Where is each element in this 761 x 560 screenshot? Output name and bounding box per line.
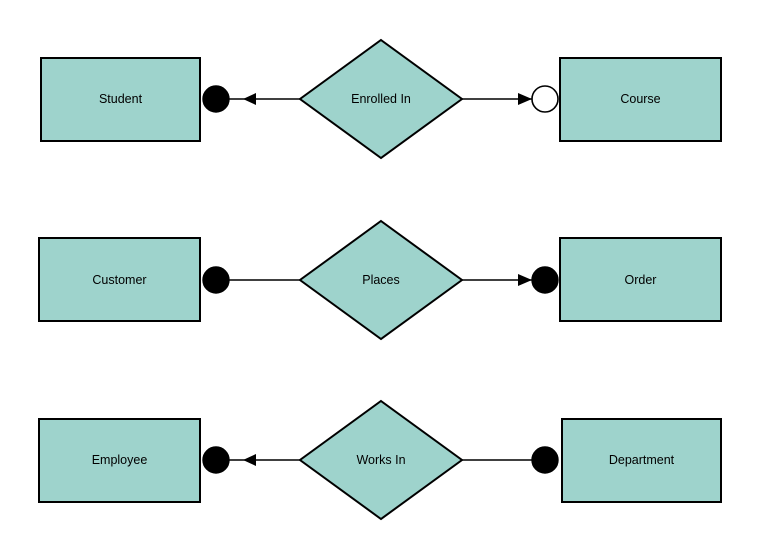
relationship-places-label: Places: [362, 273, 400, 287]
arrowhead-right-course: [518, 93, 532, 105]
relationship-group-works-in: Employee Works In Department: [38, 399, 722, 521]
connector-dot-customer[interactable]: [202, 266, 230, 294]
relationship-places[interactable]: [298, 219, 464, 341]
entity-employee-label: Employee: [92, 453, 148, 467]
relationship-works-in[interactable]: [298, 399, 464, 521]
connector-dot-employee[interactable]: [202, 446, 230, 474]
entity-course[interactable]: [559, 57, 722, 142]
arrowhead-left-employee: [243, 454, 256, 466]
entity-customer[interactable]: [38, 237, 201, 322]
arrowhead-left-student: [243, 93, 256, 105]
entity-employee[interactable]: [38, 418, 201, 503]
relationship-group-enrolled-in: Student Enrolled In Course: [40, 38, 722, 160]
arrowhead-right-order: [518, 274, 532, 286]
relationship-works-in-label: Works In: [356, 453, 405, 467]
entity-order-label: Order: [625, 273, 657, 287]
entity-department-label: Department: [609, 453, 675, 467]
entity-department[interactable]: [561, 418, 722, 503]
entity-course-label: Course: [620, 92, 660, 106]
entity-order[interactable]: [559, 237, 722, 322]
relationship-enrolled-in-label: Enrolled In: [351, 92, 411, 106]
entity-student-label: Student: [99, 92, 143, 106]
relationship-enrolled-in[interactable]: [298, 38, 464, 160]
entity-customer-label: Customer: [92, 273, 146, 287]
connector-dot-order[interactable]: [531, 266, 559, 294]
entity-student[interactable]: [40, 57, 201, 142]
relationship-group-places: Customer Places Order: [38, 219, 722, 341]
connector-dot-student[interactable]: [202, 85, 230, 113]
connector-dot-department[interactable]: [531, 446, 559, 474]
connector-dot-course[interactable]: [531, 85, 559, 113]
